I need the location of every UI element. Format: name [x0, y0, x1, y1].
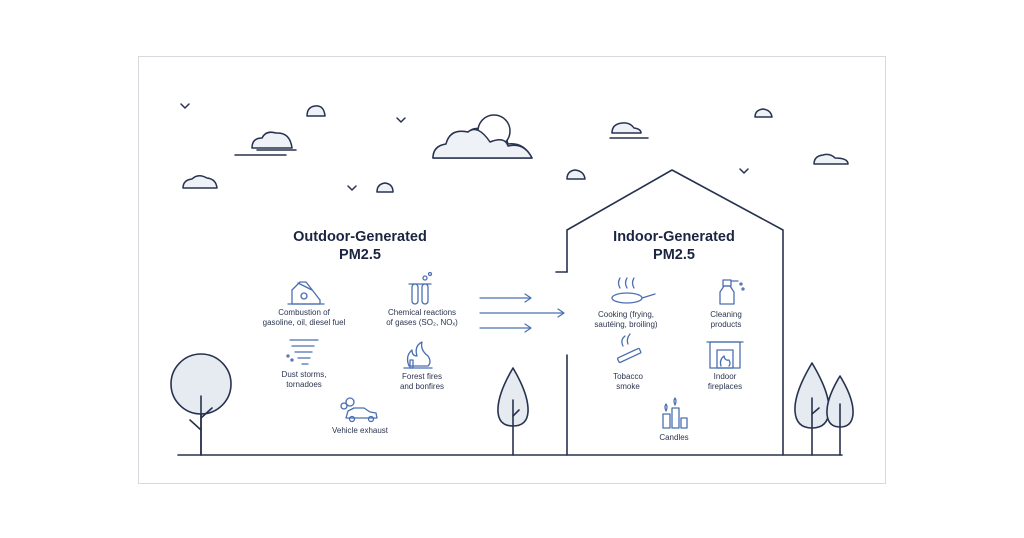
fire-icon — [403, 341, 433, 369]
cloud-icon — [754, 108, 773, 118]
indoor-title-line1: Indoor-Generated — [613, 229, 735, 245]
cloud-icon — [251, 131, 293, 149]
outdoor-title-line2: PM2.5 — [339, 247, 381, 263]
bird-icon — [396, 117, 406, 124]
pine-tree-icon — [497, 367, 529, 456]
candles-label: Candles — [659, 433, 689, 442]
chemical-flask-icon — [408, 271, 433, 305]
indoor-title: Indoor-Generated PM2.5 — [584, 228, 764, 264]
pine-tree-icon — [826, 375, 854, 456]
outdoor-title: Outdoor-Generated PM2.5 — [270, 228, 450, 264]
arrow-into-house-2 — [479, 308, 565, 318]
frying-pan-icon — [611, 277, 656, 304]
chemical-reactions-label: Chemical reactions of gases (SO₂, NOₓ) — [386, 308, 458, 327]
indoor-title-line2: PM2.5 — [653, 247, 695, 263]
combustion-label: Combustion of gasoline, oil, diesel fuel — [262, 308, 346, 327]
candles-icon — [662, 397, 688, 429]
cloud-icon — [376, 182, 394, 193]
cooking-label: Cooking (frying, sautéing, broiling) — [594, 310, 658, 329]
cloud-icon — [182, 175, 218, 189]
round-tree-icon — [170, 353, 232, 456]
vehicle-exhaust-label: Vehicle exhaust — [331, 426, 389, 435]
cloud-icon — [432, 128, 533, 159]
tornado-icon — [286, 339, 319, 365]
arrow-into-house-1 — [479, 293, 532, 303]
dust-storms-label: Dust storms, tornadoes — [281, 370, 327, 389]
arrow-into-house-3 — [479, 323, 532, 333]
bird-icon — [347, 185, 357, 192]
house-outline — [566, 169, 784, 456]
car-exhaust-icon — [340, 397, 378, 423]
cleaning-products-label: Cleaning products — [710, 310, 742, 329]
cloud-icon — [306, 105, 326, 117]
fireplace-icon — [706, 341, 744, 369]
forest-fires-label: Forest fires and bonfires — [399, 372, 445, 391]
cloud-icon — [566, 169, 586, 180]
bird-icon — [180, 103, 190, 110]
tobacco-smoke-label: Tobacco smoke — [613, 372, 643, 391]
indoor-fireplaces-label: Indoor fireplaces — [707, 372, 743, 391]
bird-icon — [739, 168, 749, 175]
spray-bottle-icon — [719, 279, 745, 305]
cloud-icon — [813, 153, 849, 165]
diagram-frame — [138, 56, 886, 484]
pine-tree-icon — [794, 362, 830, 456]
cloud-icon — [611, 122, 642, 134]
oil-pump-icon — [287, 281, 325, 305]
outdoor-title-line1: Outdoor-Generated — [293, 229, 427, 245]
cigarette-icon — [616, 333, 642, 364]
